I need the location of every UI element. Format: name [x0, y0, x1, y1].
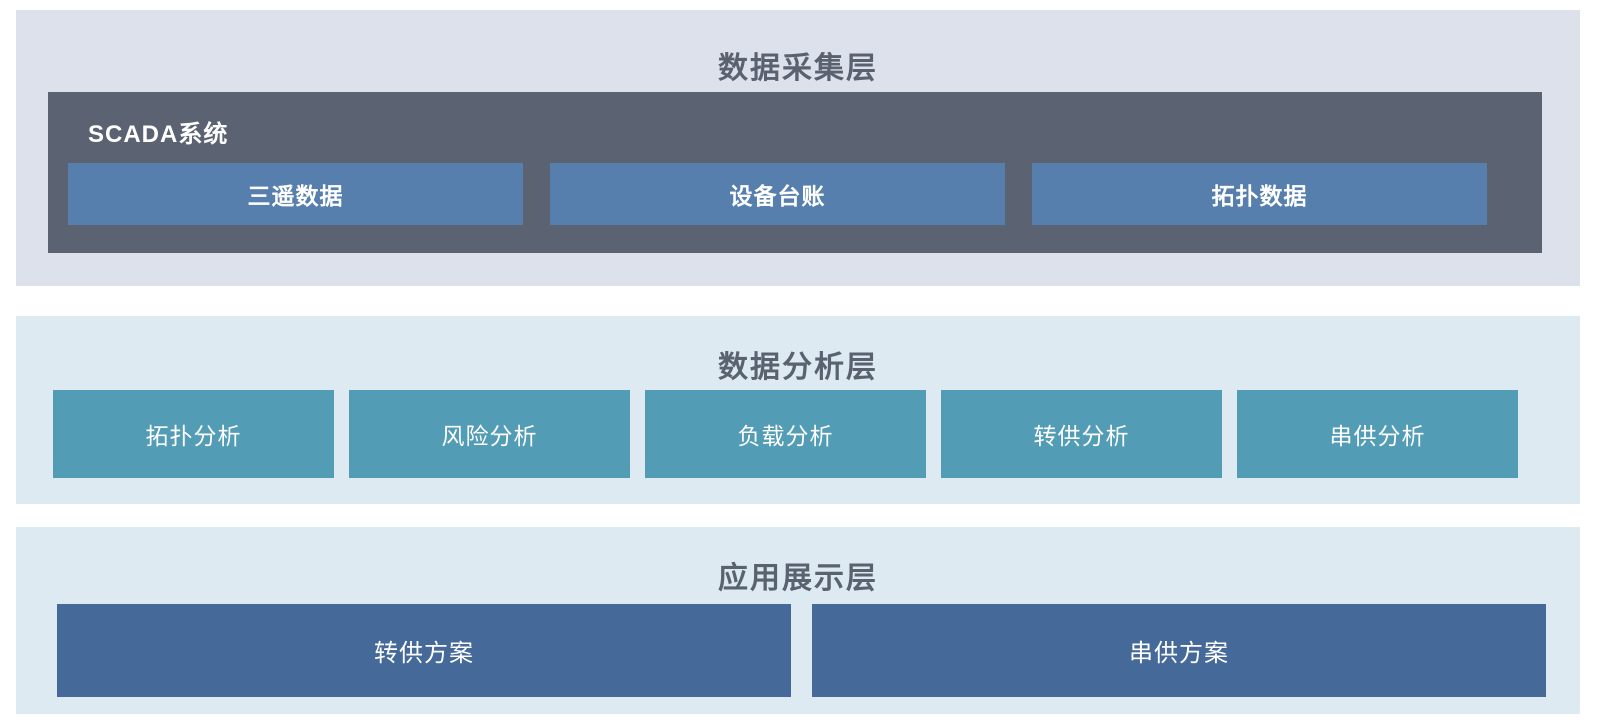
layer-data-collection-title: 数据采集层	[718, 52, 878, 85]
node-load-analysis: 负载分析	[645, 390, 926, 478]
layer-data-analysis: 数据分析层 拓扑分析 风险分析 负载分析 转供分析 串供分析	[16, 316, 1580, 504]
node-transfer-supply-plan: 转供方案	[57, 604, 791, 697]
layer-application-display: 应用展示层 转供方案 串供方案	[16, 527, 1580, 714]
layer-application-display-title: 应用展示层	[718, 562, 878, 595]
node-risk-analysis: 风险分析	[349, 390, 630, 478]
node-transfer-supply-analysis: 转供分析	[941, 390, 1222, 478]
node-series-supply-plan: 串供方案	[812, 604, 1546, 697]
node-topology-data: 拓扑数据	[1032, 163, 1487, 225]
analysis-items-row: 拓扑分析 风险分析 负载分析 转供分析 串供分析	[53, 390, 1518, 478]
node-equipment-ledger: 设备台账	[550, 163, 1005, 225]
node-topology-analysis: 拓扑分析	[53, 390, 334, 478]
layer-data-analysis-title: 数据分析层	[718, 351, 878, 384]
node-telemetry-data: 三遥数据	[68, 163, 523, 225]
scada-items-row: 三遥数据 设备台账 拓扑数据	[68, 163, 1487, 225]
layer-data-collection: 数据采集层 SCADA系统 三遥数据 设备台账 拓扑数据	[16, 10, 1580, 286]
scada-system-container: SCADA系统 三遥数据 设备台账 拓扑数据	[48, 92, 1542, 253]
scada-system-label: SCADA系统	[88, 121, 229, 148]
application-items-row: 转供方案 串供方案	[57, 604, 1546, 697]
node-series-supply-analysis: 串供分析	[1237, 390, 1518, 478]
